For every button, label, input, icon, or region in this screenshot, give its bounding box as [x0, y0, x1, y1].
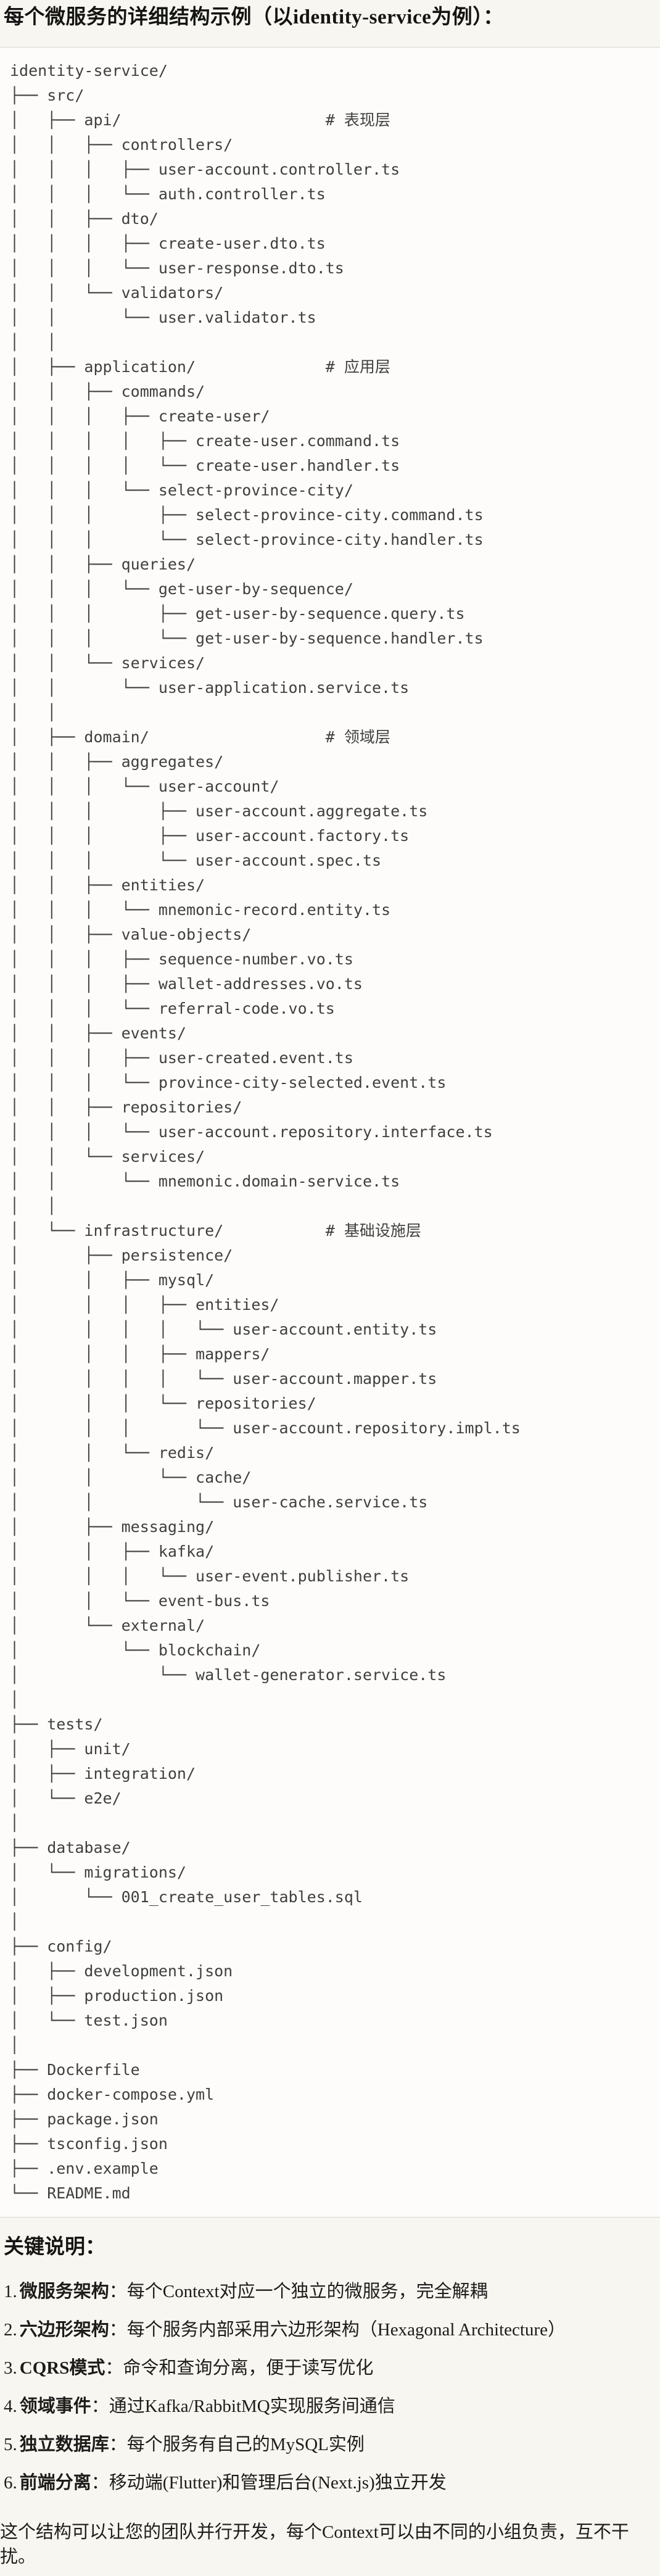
note-description: 命令和查询分离，便于读写优化 — [123, 2358, 374, 2378]
note-term: 微服务架构 — [19, 2282, 109, 2301]
note-term: 独立数据库 — [19, 2435, 109, 2454]
note-number: 4. — [4, 2396, 17, 2416]
note-colon: ： — [109, 2435, 127, 2454]
note-item-microservice: 1.微服务架构：每个Context对应一个独立的微服务，完全解耦 — [0, 2279, 660, 2304]
note-number: 5. — [4, 2435, 17, 2454]
directory-tree-code-block: identity-service/ ├── src/ │ ├── api/ # … — [0, 47, 660, 2218]
note-item-hexagonal: 2.六边形架构：每个服务内部采用六边形架构（Hexagonal Architec… — [0, 2317, 660, 2342]
note-term: CQRS模式 — [19, 2358, 105, 2378]
note-description: 每个服务有自己的MySQL实例 — [126, 2435, 365, 2454]
note-item-frontend: 6.前端分离：移动端(Flutter)和管理后台(Next.js)独立开发 — [0, 2470, 660, 2495]
note-description: 每个服务内部采用六边形架构（Hexagonal Architecture） — [126, 2320, 566, 2340]
note-number: 2. — [4, 2320, 17, 2340]
note-description: 移动端(Flutter)和管理后台(Next.js)独立开发 — [109, 2473, 447, 2493]
key-notes-section: 关键说明： 1.微服务架构：每个Context对应一个独立的微服务，完全解耦 2… — [0, 2234, 660, 2569]
note-colon: ： — [109, 2282, 127, 2301]
note-term: 六边形架构 — [19, 2320, 109, 2340]
note-item-database: 5.独立数据库：每个服务有自己的MySQL实例 — [0, 2432, 660, 2457]
note-number: 3. — [4, 2358, 17, 2378]
page-title: 每个微服务的详细结构示例（以identity-service为例）： — [4, 6, 504, 28]
closing-note: 这个结构可以让您的团队并行开发，每个Context可以由不同的小组负责，互不干扰… — [0, 2522, 629, 2567]
notes-heading: 关键说明： — [4, 2236, 105, 2258]
note-number: 1. — [4, 2282, 17, 2301]
note-number: 6. — [4, 2473, 17, 2493]
note-colon: ： — [91, 2473, 109, 2493]
note-description: 通过Kafka/RabbitMQ实现服务间通信 — [109, 2396, 395, 2416]
note-term: 领域事件 — [19, 2396, 91, 2416]
note-item-cqrs: 3.CQRS模式：命令和查询分离，便于读写优化 — [0, 2356, 660, 2380]
note-colon: ： — [105, 2358, 123, 2378]
note-term: 前端分离 — [19, 2473, 91, 2493]
note-item-domain-events: 4.领域事件：通过Kafka/RabbitMQ实现服务间通信 — [0, 2394, 660, 2419]
note-colon: ： — [109, 2320, 127, 2340]
note-colon: ： — [91, 2396, 109, 2416]
note-description: 每个Context对应一个独立的微服务，完全解耦 — [126, 2282, 488, 2301]
